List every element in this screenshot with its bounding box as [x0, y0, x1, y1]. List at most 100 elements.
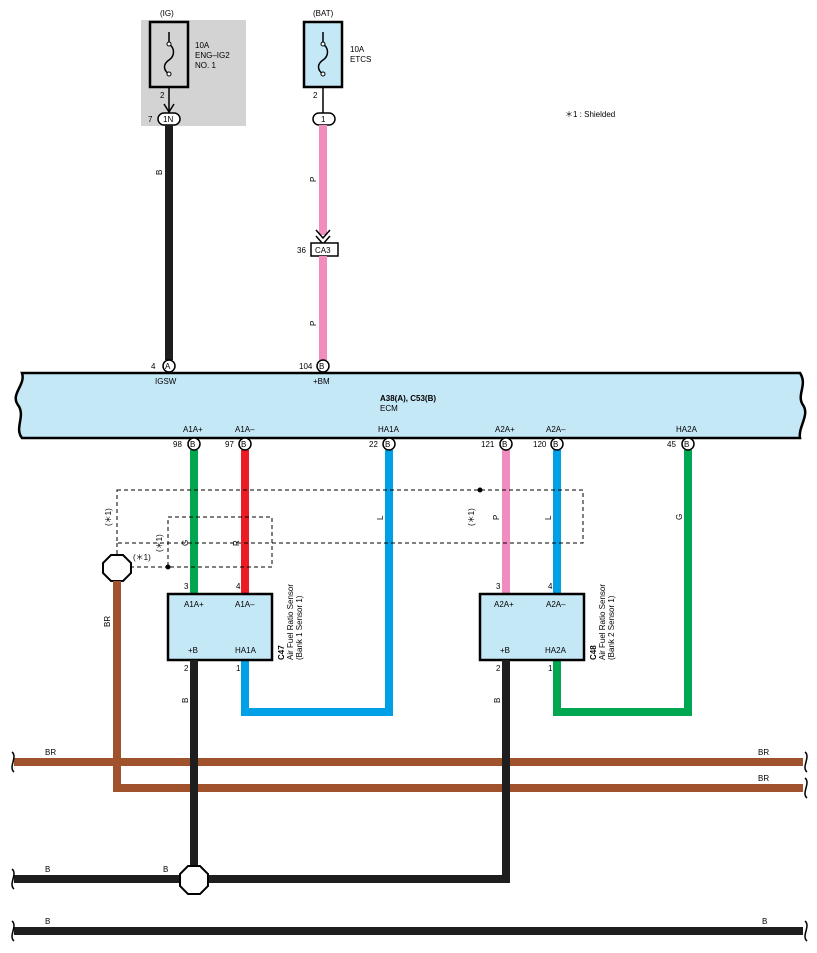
ecm-pin-bm-name: +BM [313, 377, 330, 386]
ecm-pin-45-conn: B [684, 440, 689, 449]
conn-1n-label: 1N [163, 115, 173, 124]
wire-g-ha2a[interactable] [553, 450, 692, 716]
sensor-c48-pin1-name: HA2A [545, 646, 567, 655]
sensor-c47-detail: (Bank 1 Sensor 1) [295, 595, 304, 660]
fuse2-name: ETCS [350, 55, 371, 64]
fuse1-name1: ENG–IG2 [195, 51, 230, 60]
sensor-c48[interactable] [478, 592, 586, 662]
ecm-pin-a1a-plus-name: A1A+ [183, 425, 203, 434]
ecm-pin-121-conn: B [502, 440, 507, 449]
sensor-c48-detail: (Bank 2 Sensor 1) [607, 595, 616, 660]
conn-1-label: 1 [321, 115, 326, 124]
sensor-c48-pin1-num: 1 [548, 664, 553, 673]
wire-p-label-2: P [492, 515, 501, 520]
wire-l-ha1a[interactable] [241, 450, 393, 716]
conn-1n-pin: 7 [148, 115, 153, 124]
ca3-label: CA3 [315, 246, 331, 255]
ecm-pin-a2a-minus-name: A2A– [546, 425, 566, 434]
sensor-c48-code: C48 [589, 645, 598, 660]
ecm-pin-igsw-name: IGSW [155, 377, 177, 386]
ecm-pin-22[interactable] [382, 437, 396, 451]
ecm-subtitle: ECM [380, 404, 398, 413]
fuse1-amp: 10A [195, 41, 210, 50]
fuse2-amp: 10A [350, 45, 365, 54]
ecm-pin-4-num: 4 [151, 362, 156, 371]
ecm-pin-22-conn: B [385, 440, 390, 449]
shield-note: ＊1 : Shielded [565, 110, 615, 119]
sensor-c48-pin2-name: +B [500, 646, 510, 655]
wire-p-lower-label: P [309, 321, 318, 326]
sensor-c47-pin2-num: 2 [184, 664, 189, 673]
wire-r-label: R [232, 540, 241, 546]
ecm-pin-a2a-plus-name: A2A+ [495, 425, 515, 434]
ground-junction[interactable] [179, 865, 209, 895]
ecm-box[interactable] [14, 371, 807, 440]
sensor-c47-pin1-name: HA1A [235, 646, 257, 655]
wire-b-c48-label: B [493, 698, 502, 703]
fuse-eng-ig2-element-icon [163, 32, 175, 75]
bus-b-left-label: B [45, 865, 50, 874]
sensor-c48-pin4-name: A2A– [546, 600, 566, 609]
ecm-pin-121[interactable] [499, 437, 513, 451]
bus-b-bottom-left-label: B [45, 917, 50, 926]
sensor-c47-code: C47 [277, 645, 286, 660]
ecm-pin-ha1a-name: HA1A [378, 425, 400, 434]
ecm-pin-120-conn: B [553, 440, 558, 449]
sensor-c48-pin3-num: 3 [496, 582, 501, 591]
sensor-c47-name: Air Fuel Ratio Sensor [286, 584, 295, 660]
sensor-c48-pin4-num: 4 [548, 582, 553, 591]
ecm-pin-120-num: 120 [533, 440, 547, 449]
ecm-pin-98-conn: B [190, 440, 195, 449]
ecm-pin-104-num: 104 [299, 362, 313, 371]
ecm-pin-45[interactable] [681, 437, 695, 451]
wire-b-c48[interactable] [207, 660, 510, 883]
ecm-pin-4-conn: A [165, 362, 171, 371]
bus-br-top-left-label: BR [45, 748, 56, 757]
ecm-pin-97[interactable] [238, 437, 252, 451]
ecm-pin-120[interactable] [550, 437, 564, 451]
ecm-pin-97-conn: B [241, 440, 246, 449]
wire-g-label-1: G [181, 540, 190, 546]
shield-mark-c: (＊1) [133, 553, 151, 562]
sensor-c47-pin2-name: +B [188, 646, 198, 655]
wire-g-label-2: G [675, 514, 684, 520]
wire-b-ig-label: B [155, 170, 164, 175]
ig-fuse-panel [141, 20, 246, 126]
bus-b-mid-label: B [163, 865, 168, 874]
ecm-pin-98-num: 98 [173, 440, 182, 449]
ecm-pin-22-num: 22 [369, 440, 378, 449]
ecm-pin-121-num: 121 [481, 440, 495, 449]
fuse-etcs-element-icon [317, 32, 329, 75]
shield-mark-b: (＊1) [155, 534, 164, 552]
ig-label: (IG) [160, 9, 174, 18]
ecm-title: A38(A), C53(B) [380, 394, 436, 403]
wire-l-label-2: L [544, 515, 553, 520]
sensor-c47-pin3-name: A1A+ [184, 600, 204, 609]
ca3-pin: 36 [297, 246, 306, 255]
ecm-pin-ha2a-name: HA2A [676, 425, 698, 434]
wire-br-shield[interactable] [113, 581, 803, 792]
bus-b-bottom-right-label: B [762, 917, 767, 926]
shield-bank1-box [167, 516, 273, 568]
sensor-c47-pin4-num: 4 [236, 582, 241, 591]
ecm-pin-97-num: 97 [225, 440, 234, 449]
sensor-c47-pin3-num: 3 [184, 582, 189, 591]
sensor-c47-pin4-name: A1A– [235, 600, 255, 609]
bus-break-marks [11, 751, 808, 942]
sensor-c48-name: Air Fuel Ratio Sensor [598, 584, 607, 660]
bat-label: (BAT) [313, 9, 334, 18]
fuse1-name2: NO. 1 [195, 61, 216, 70]
sensor-c47[interactable] [166, 592, 274, 662]
wire-l-label-1: L [376, 515, 385, 520]
shield-outer-box [116, 489, 584, 544]
ecm-pin-98[interactable] [187, 437, 201, 451]
fuse2-pin: 2 [313, 91, 318, 100]
fuse1-pin: 2 [160, 91, 165, 100]
bus-br-top-right-label: BR [758, 748, 769, 757]
shield-mark-a: (＊1) [104, 508, 113, 526]
wire-p-upper-label: P [309, 177, 318, 182]
shield-mark-d: (＊1) [467, 508, 476, 526]
shield-ground-junction[interactable] [102, 554, 132, 582]
fuse-etcs[interactable] [302, 20, 344, 89]
